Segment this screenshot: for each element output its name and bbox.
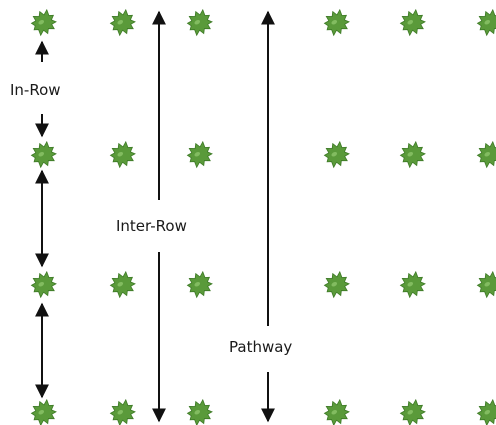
inter-row-label: Inter-Row <box>116 216 187 236</box>
plant-icon <box>106 138 140 172</box>
plant-icon <box>320 268 354 302</box>
plant-icon <box>183 6 217 40</box>
plant-icon <box>106 396 140 425</box>
plant-icon <box>27 138 61 172</box>
plant-icon <box>320 396 354 425</box>
plant-icon <box>183 138 217 172</box>
plant-icon <box>106 268 140 302</box>
plant-icon <box>473 268 496 302</box>
plant-icon <box>27 396 61 425</box>
plant-icon <box>27 268 61 302</box>
plant-icon <box>473 138 496 172</box>
plant-icon <box>396 268 430 302</box>
plant-icon <box>320 6 354 40</box>
plant-icon <box>396 6 430 40</box>
plant-icon <box>320 138 354 172</box>
plant-icon <box>183 268 217 302</box>
in-row-label: In-Row <box>10 80 61 100</box>
plant-icon <box>106 6 140 40</box>
plant-icon <box>27 6 61 40</box>
plant-icon <box>183 396 217 425</box>
pathway-label: Pathway <box>229 337 293 357</box>
plant-icon <box>396 138 430 172</box>
plant-icon <box>473 6 496 40</box>
plant-icon <box>473 396 496 425</box>
plant-icon <box>396 396 430 425</box>
plant-grid <box>27 6 496 425</box>
